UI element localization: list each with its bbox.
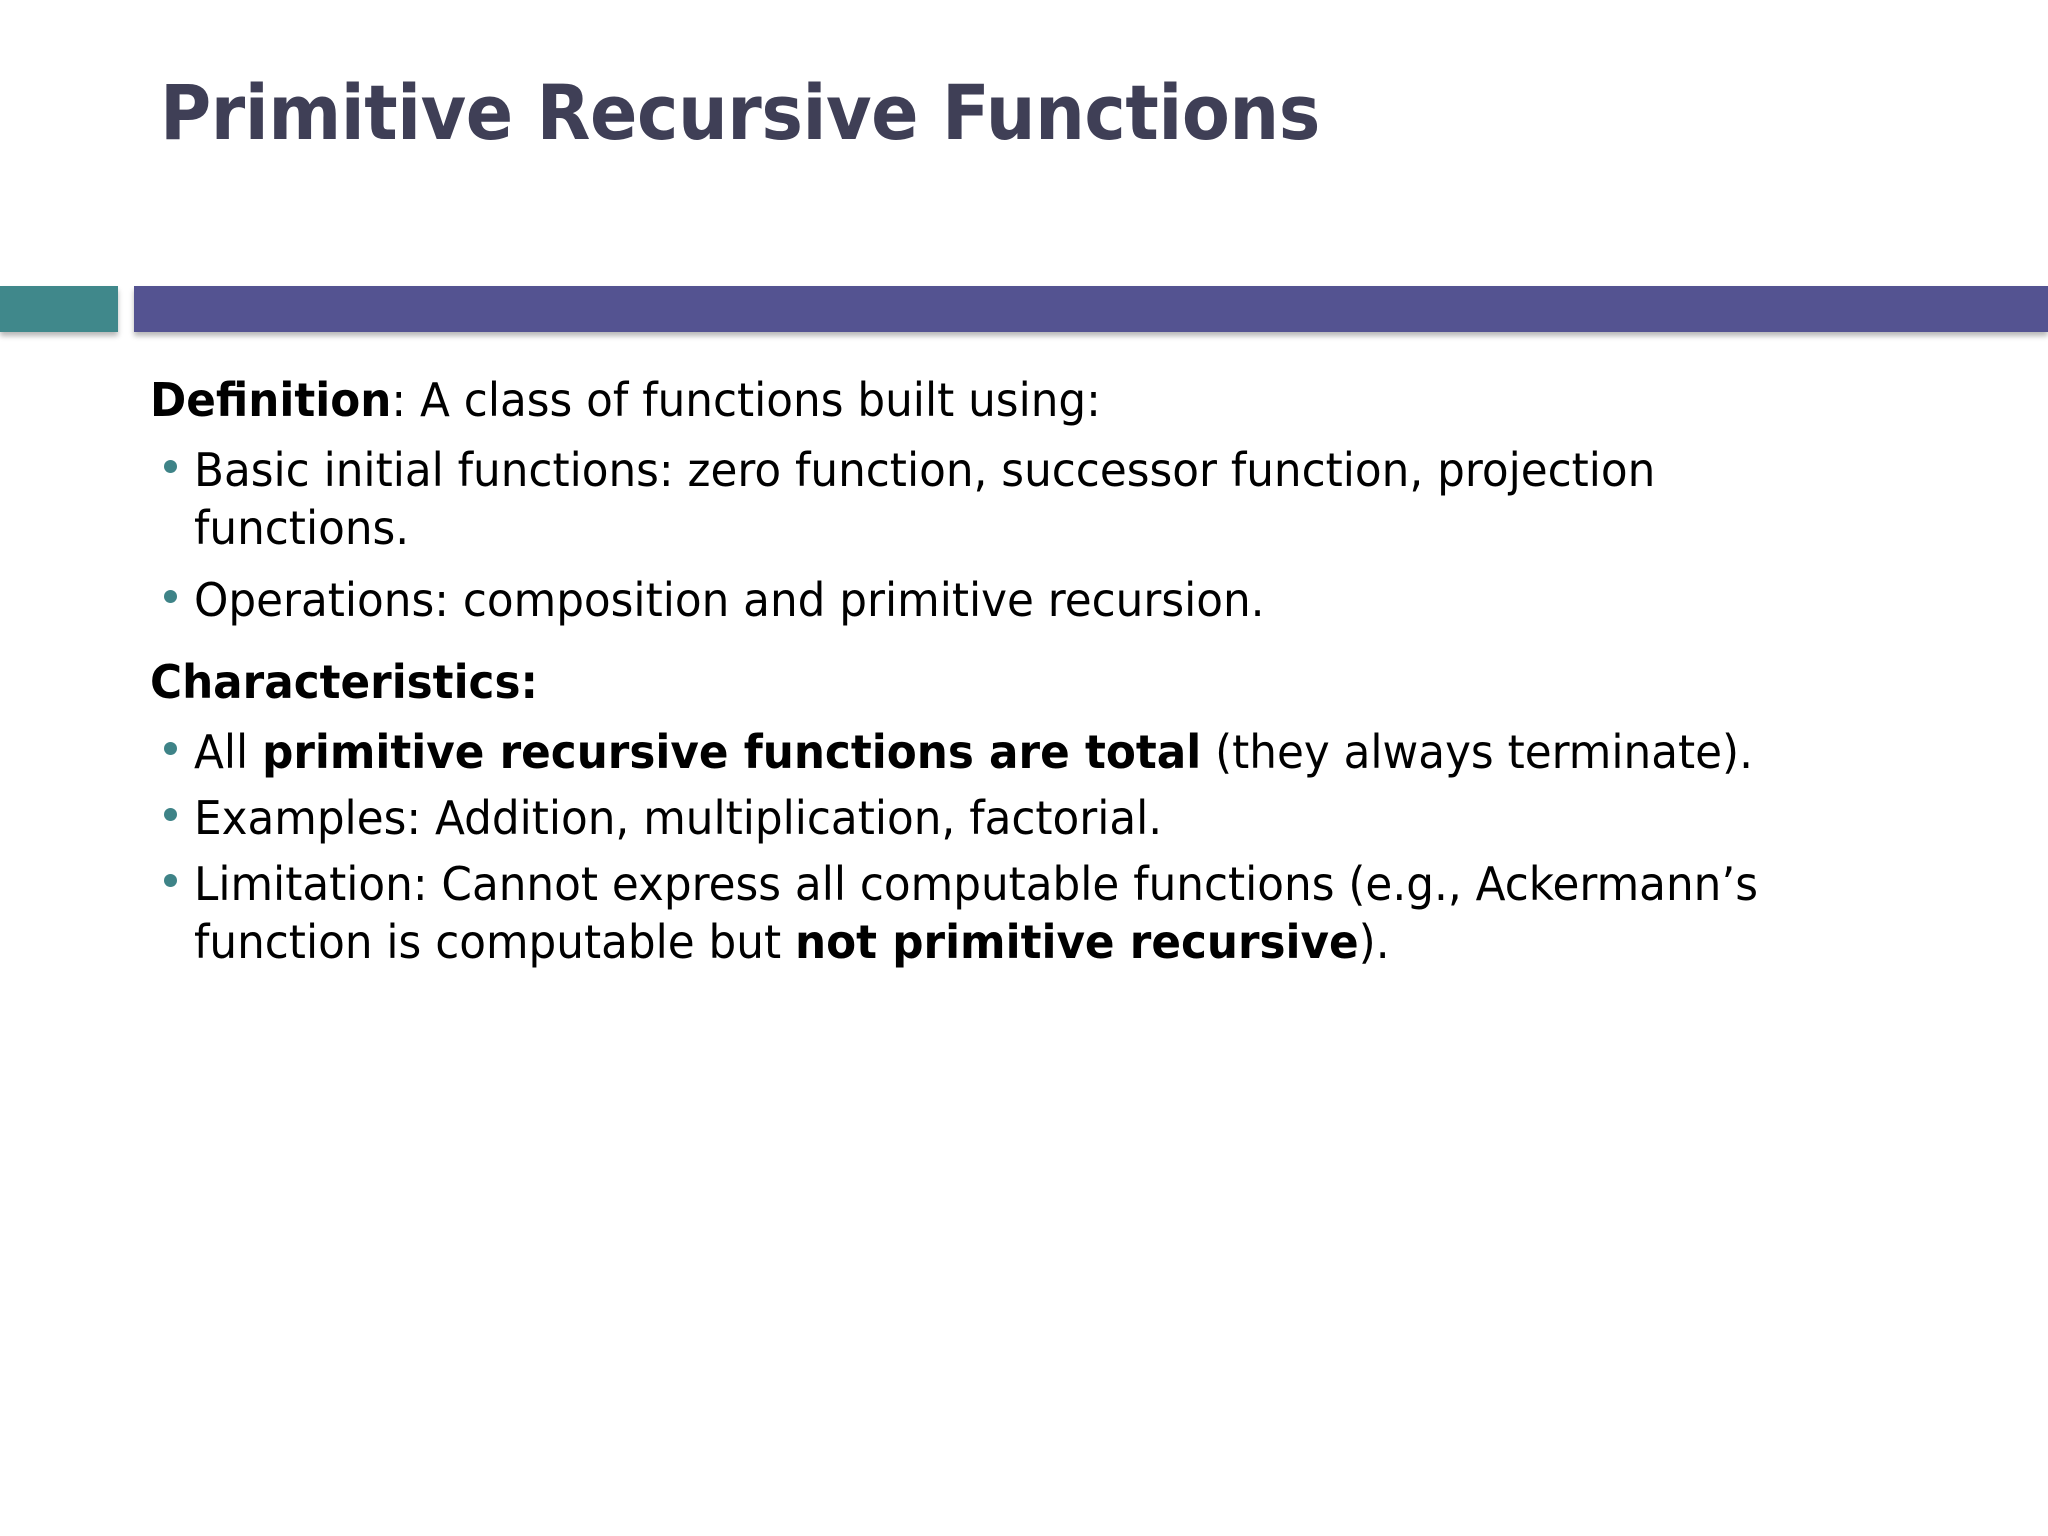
list-item-label: Basic initial functions: zero function, …	[194, 442, 1656, 555]
bullet-dot-icon	[150, 724, 194, 755]
divider-accent-purple	[134, 286, 2048, 332]
divider-accent-teal	[0, 286, 118, 332]
list-item: Limitation: Cannot express all computabl…	[150, 856, 1960, 972]
list-item-text-pre: All	[194, 724, 263, 779]
list-item-text-pre: Examples: Addition, multiplication, fact…	[194, 790, 1163, 845]
list-item-text-bold: not primitive recursive	[795, 914, 1359, 969]
title-area: Primitive Recursive Functions	[160, 48, 1960, 178]
divider-bar	[0, 286, 2048, 332]
list-item-text-pre: Limitation: Cannot express all computabl…	[194, 856, 1759, 969]
body-content: Definition: A class of functions built u…	[150, 372, 1960, 980]
definition-label: Definition	[150, 373, 392, 427]
list-item: Operations: composition and primitive re…	[150, 572, 1960, 630]
list-item-text-bold: primitive recursive functions are total	[262, 724, 1202, 779]
bullet-dot-icon	[150, 790, 194, 821]
definition-line: Definition: A class of functions built u…	[150, 372, 1870, 430]
list-item-label: All primitive recursive functions are to…	[194, 724, 1872, 782]
list-item: Basic initial functions: zero function, …	[150, 442, 1960, 558]
list-item-text-post: ).	[1358, 914, 1390, 969]
bullet-dot-icon	[150, 572, 194, 603]
page-title: Primitive Recursive Functions	[160, 68, 1320, 158]
list-item: Examples: Addition, multiplication, fact…	[150, 790, 1960, 848]
list-item-text-post: (they always terminate).	[1201, 724, 1753, 779]
bullet-dot-icon	[150, 442, 194, 473]
bullet-dot-icon	[150, 856, 194, 887]
characteristics-heading: Characteristics:	[150, 654, 538, 709]
list-item-label: Examples: Addition, multiplication, fact…	[194, 790, 1872, 848]
list-item-label: Limitation: Cannot express all computabl…	[194, 856, 1872, 972]
list-item-label: Operations: composition and primitive re…	[194, 572, 1265, 627]
definition-text: A class of functions built using:	[420, 373, 1101, 427]
list-item: All primitive recursive functions are to…	[150, 724, 1960, 782]
definition-separator: :	[391, 373, 421, 427]
